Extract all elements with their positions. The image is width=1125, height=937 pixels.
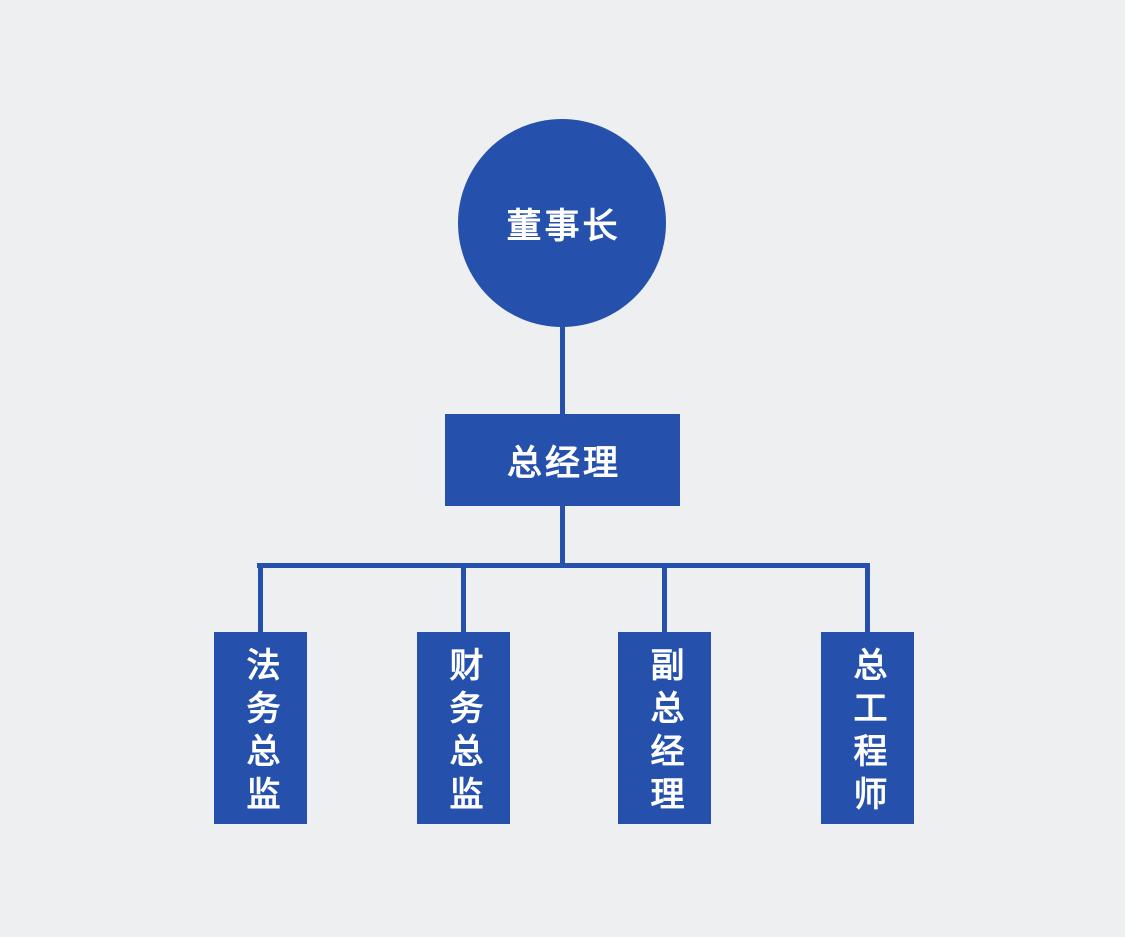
connector-root-to-gm — [560, 327, 565, 414]
node-finance-director: 财务总监 — [417, 632, 510, 824]
node-chief-engineer: 总工程师 — [821, 632, 914, 824]
node-general-manager-label: 总经理 — [506, 443, 621, 483]
node-general-manager: 总经理 — [445, 414, 680, 506]
node-deputy-general-manager-label: 副总经理 — [645, 646, 683, 819]
connector-drop-chief-engineer — [865, 568, 870, 632]
node-finance-director-label: 财务总监 — [444, 646, 482, 819]
node-legal-director: 法务总监 — [214, 632, 307, 824]
connector-drop-deputy-gm — [662, 568, 667, 632]
connector-drop-finance-director — [461, 568, 466, 632]
connector-gm-trunk — [560, 506, 565, 563]
node-chairman-label: 董事长 — [506, 206, 621, 246]
connector-drop-legal-director — [258, 568, 263, 632]
connector-horizontal-rail — [257, 563, 870, 568]
node-legal-director-label: 法务总监 — [241, 646, 279, 819]
node-chief-engineer-label: 总工程师 — [848, 646, 886, 819]
node-deputy-general-manager: 副总经理 — [618, 632, 711, 824]
node-chairman: 董事长 — [458, 119, 666, 327]
